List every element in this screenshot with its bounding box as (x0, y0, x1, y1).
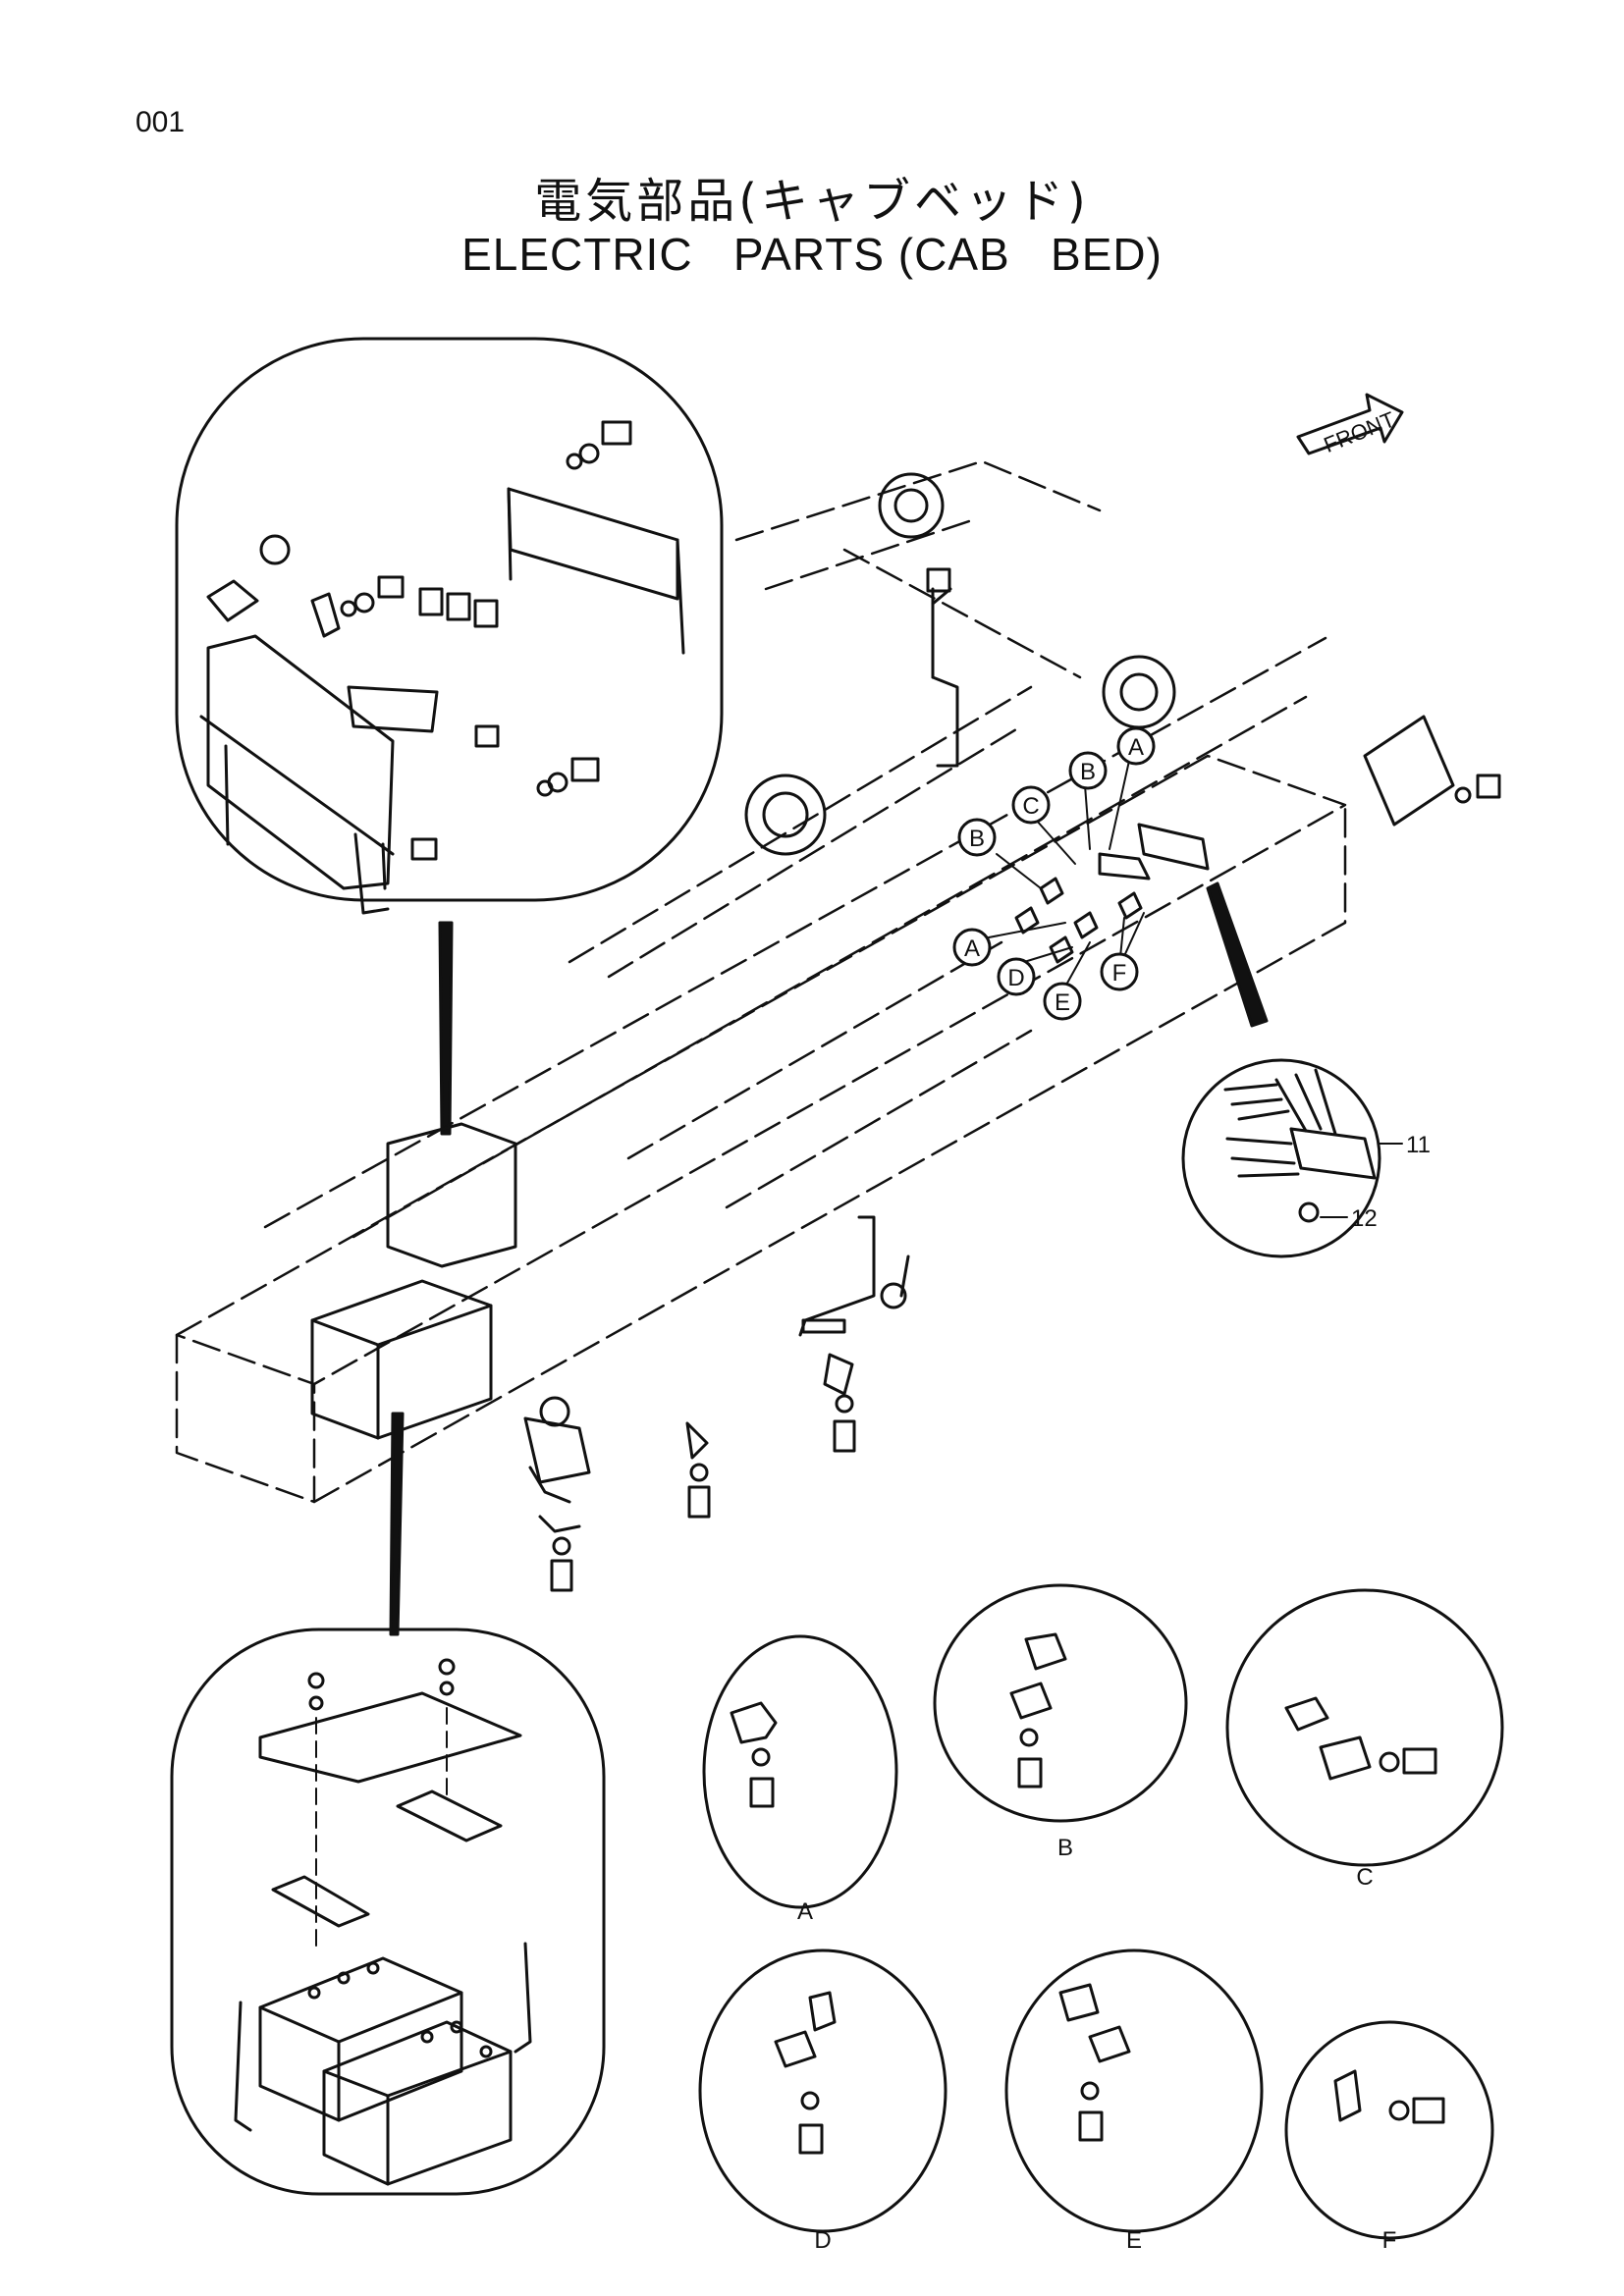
detail-bubble-relay: 11 12 (1181, 881, 1431, 1258)
callout-leaders (988, 760, 1145, 988)
detail-circle-b: B (933, 1583, 1188, 1861)
detail-label-b: B (1057, 1835, 1073, 1861)
title-english: ELECTRIC PARTS (CAB BED) (461, 229, 1163, 280)
svg-text:B: B (1080, 759, 1096, 785)
svg-text:C: C (1022, 793, 1039, 820)
callout-d1: D (997, 957, 1036, 996)
detail-label-d: D (814, 2227, 831, 2254)
svg-text:D: D (1007, 965, 1024, 991)
detail-bubble-battery (170, 1412, 606, 2196)
detail-circle-f: F (1284, 2020, 1494, 2254)
detail-bubble-panel (175, 337, 724, 1136)
detail-label-c: C (1356, 1864, 1373, 1891)
callout-a1: A (1116, 726, 1156, 766)
page-number: 001 (135, 106, 186, 138)
svg-text:F: F (1112, 960, 1127, 987)
frame-details (310, 472, 1501, 1592)
callout-e1: E (1043, 982, 1082, 1021)
svg-text:E: E (1055, 989, 1070, 1016)
svg-text:A: A (1128, 734, 1144, 761)
detail-circle-e: E (1004, 1949, 1264, 2254)
part-number-11: 11 (1406, 1132, 1431, 1158)
part-number-12: 12 (1351, 1205, 1378, 1232)
callout-a2: A (952, 928, 992, 967)
detail-label-f: F (1382, 2227, 1397, 2254)
svg-text:A: A (964, 935, 980, 962)
detail-circle-d: D (698, 1949, 947, 2254)
front-arrow: FRONT (1296, 393, 1404, 457)
callout-f1: F (1100, 952, 1139, 991)
detail-label-a: A (797, 1898, 813, 1925)
title-japanese: 電気部品(キャブベッド) (534, 174, 1090, 229)
callout-b2: B (957, 818, 997, 857)
cab-bed-frame (175, 459, 1347, 1504)
callout-b1: B (1068, 751, 1108, 790)
detail-label-e: E (1126, 2227, 1142, 2254)
detail-circle-c: C (1225, 1588, 1504, 1891)
detail-circle-a: A (702, 1634, 898, 1925)
svg-text:B: B (969, 826, 985, 852)
callout-c1: C (1011, 785, 1051, 825)
